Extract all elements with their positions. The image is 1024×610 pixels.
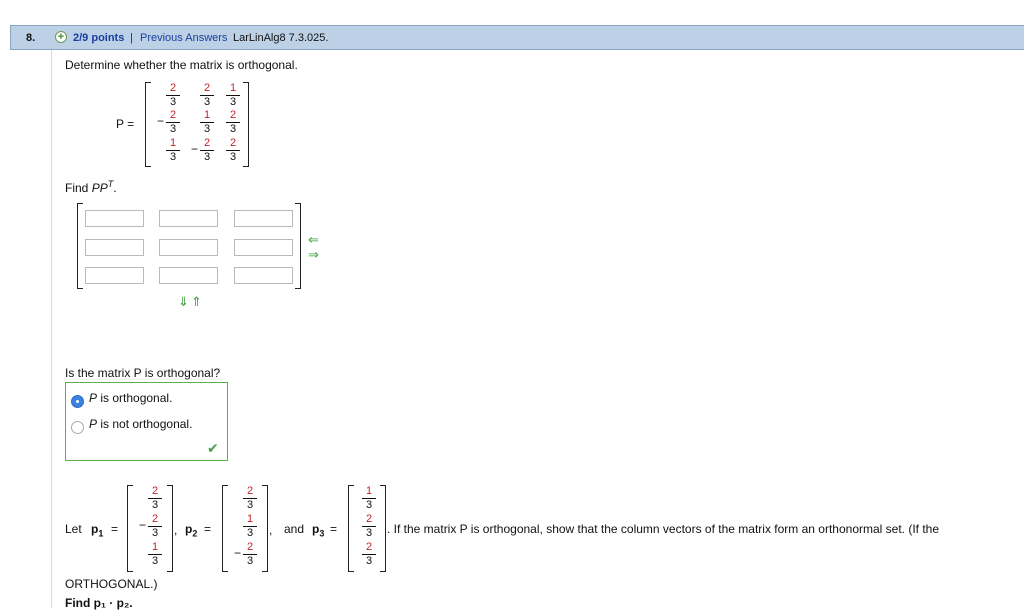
orthonormal-instruction: . If the matrix P is orthogonal, show th… bbox=[387, 522, 940, 536]
find-ppt-label: Find PPT. bbox=[65, 179, 117, 195]
vector-p2-entry-sign: − bbox=[234, 546, 242, 560]
option-not-orthogonal-label: P is not orthogonal. bbox=[89, 417, 193, 431]
previous-answers-link[interactable]: Previous Answers bbox=[140, 32, 228, 44]
matrix-label: P = bbox=[116, 117, 135, 131]
p1-label: p1 bbox=[91, 522, 104, 539]
points-label: 2/9 points bbox=[73, 32, 125, 44]
question-header: 8. + 2/9 points | Previous Answers LarLi… bbox=[10, 25, 1024, 50]
matrix-p-entry-sign: − bbox=[157, 114, 165, 128]
matrix-p-entry-sign: − bbox=[191, 142, 199, 156]
add-column-arrow-icon[interactable]: ⇒ bbox=[308, 247, 319, 262]
remove-row-arrow-icon[interactable]: ⇑ bbox=[191, 294, 202, 309]
expand-plus-icon[interactable]: + bbox=[55, 31, 67, 43]
question-prompt: Determine whether the matrix is orthogon… bbox=[65, 58, 298, 72]
p2-left-bracket bbox=[222, 485, 228, 572]
matrix-right-bracket bbox=[243, 82, 249, 167]
matrix-left-bracket bbox=[145, 82, 151, 167]
answer-cell-r2c1[interactable] bbox=[85, 239, 144, 256]
answer-cell-r1c3[interactable] bbox=[234, 210, 293, 227]
separator: | bbox=[130, 32, 133, 44]
question-number: 8. bbox=[26, 32, 36, 44]
answer-cell-r1c1[interactable] bbox=[85, 210, 144, 227]
answer-cell-r3c2[interactable] bbox=[159, 267, 218, 284]
correct-check-icon: ✔ bbox=[207, 440, 219, 456]
answer-left-bracket bbox=[77, 203, 83, 289]
orthogonal-question: Is the matrix P is orthogonal? bbox=[65, 366, 221, 380]
let-label: Let bbox=[65, 522, 82, 536]
orthogonal-continuation: ORTHOGONAL.) bbox=[65, 577, 158, 591]
remove-column-arrow-icon[interactable]: ⇐ bbox=[308, 232, 319, 247]
p2-equals: = bbox=[204, 522, 212, 536]
left-divider bbox=[51, 50, 52, 608]
p3-equals: = bbox=[330, 522, 338, 536]
add-row-arrow-icon[interactable]: ⇓ bbox=[178, 294, 189, 309]
option-orthogonal-label: P is orthogonal. bbox=[89, 391, 173, 405]
p3-left-bracket bbox=[348, 485, 354, 572]
answer-cell-r2c2[interactable] bbox=[159, 239, 218, 256]
comma-2: , bbox=[269, 523, 273, 537]
answer-right-bracket bbox=[295, 203, 301, 289]
problem-reference: LarLinAlg8 7.3.025. bbox=[233, 32, 329, 44]
p3-label: p3 bbox=[312, 522, 325, 539]
and-label: and bbox=[284, 522, 305, 536]
answer-cell-r3c1[interactable] bbox=[85, 267, 144, 284]
p1-equals: = bbox=[111, 522, 119, 536]
answer-cell-r3c3[interactable] bbox=[234, 267, 293, 284]
answer-cell-r2c3[interactable] bbox=[234, 239, 293, 256]
p1-right-bracket bbox=[167, 485, 173, 572]
vector-p1-entry-sign: − bbox=[139, 518, 147, 532]
radio-orthogonal[interactable] bbox=[71, 395, 84, 408]
find-dot-product: Find p₁ · p₂. bbox=[65, 596, 133, 610]
p1-left-bracket bbox=[127, 485, 133, 572]
options-box: P is orthogonal. P is not orthogonal. bbox=[65, 382, 228, 461]
radio-not-orthogonal[interactable] bbox=[71, 421, 84, 434]
p2-right-bracket bbox=[262, 485, 268, 572]
p3-right-bracket bbox=[380, 485, 386, 572]
comma-1: , bbox=[174, 523, 178, 537]
p2-label: p2 bbox=[185, 522, 198, 539]
answer-cell-r1c2[interactable] bbox=[159, 210, 218, 227]
